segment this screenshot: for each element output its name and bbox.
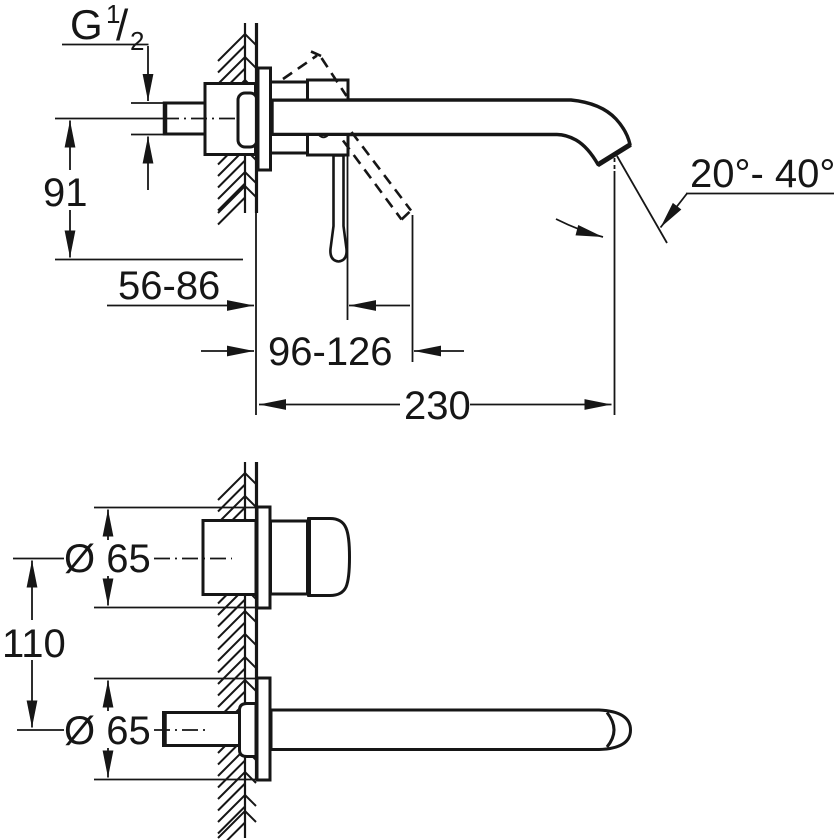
dim-230-label: 230 [404, 384, 471, 428]
dia65-handle-label: Ø 65 [64, 537, 151, 581]
dimension-dia65-spout: Ø 65 [64, 680, 151, 778]
dimension-56-86: 56-86 [107, 264, 410, 311]
lever-pivot-mark [317, 133, 329, 139]
dimension-angle-20-40: 20°- 40° [555, 152, 834, 244]
dim-110-label: 110 [2, 622, 66, 666]
dim-91-label: 91 [43, 171, 88, 215]
dimension-dia65-handle: Ø 65 [64, 509, 151, 606]
lever-handle [329, 154, 348, 263]
dimension-110: 110 [2, 560, 66, 728]
valve-body-bottom [201, 519, 258, 596]
dia65-spout-label: Ø 65 [64, 709, 151, 753]
thread-numerator: 1 [106, 0, 120, 29]
escutcheon-side [256, 66, 272, 172]
handle-hub-bottom [306, 133, 350, 157]
handle-escutcheon [255, 505, 272, 610]
cartridge [236, 91, 259, 149]
lever-raised-dashed [282, 50, 348, 97]
dim-56-86-label: 56-86 [118, 264, 220, 308]
faucet-bottom-view [162, 505, 633, 782]
spout-bar-bottom [269, 708, 633, 751]
wall-hatch-lower-view [217, 462, 257, 840]
spout-escutcheon [255, 676, 272, 782]
angle-arc [555, 218, 604, 238]
handle-cylinder [269, 519, 309, 596]
angle-label: 20°- 40° [690, 152, 834, 196]
dimension-91: 91 [43, 120, 88, 258]
thread-slash: / [116, 1, 129, 50]
spout-stub-pipe [162, 711, 242, 747]
thread-prefix: G [70, 1, 103, 48]
dim-96-126-label: 96-126 [268, 330, 393, 374]
faucet-side-view [162, 50, 632, 263]
thread-size-label: G 1 / 2 [62, 0, 154, 190]
lever-swung-dashed [341, 131, 413, 221]
spout-tip-inner-arc [605, 711, 616, 748]
aerator-face [596, 142, 632, 168]
thread-denominator: 2 [130, 26, 144, 56]
handle-hub-top [306, 78, 350, 102]
spout-flange [238, 702, 258, 758]
dimension-96-126: 96-126 [201, 330, 464, 374]
angle-slant-line [616, 155, 668, 244]
spout-collar-bottom [269, 133, 309, 155]
spout-collar-top [269, 80, 309, 102]
handle-knob [307, 517, 352, 597]
extension-lines [13, 102, 616, 781]
dimension-230: 230 [259, 384, 612, 428]
